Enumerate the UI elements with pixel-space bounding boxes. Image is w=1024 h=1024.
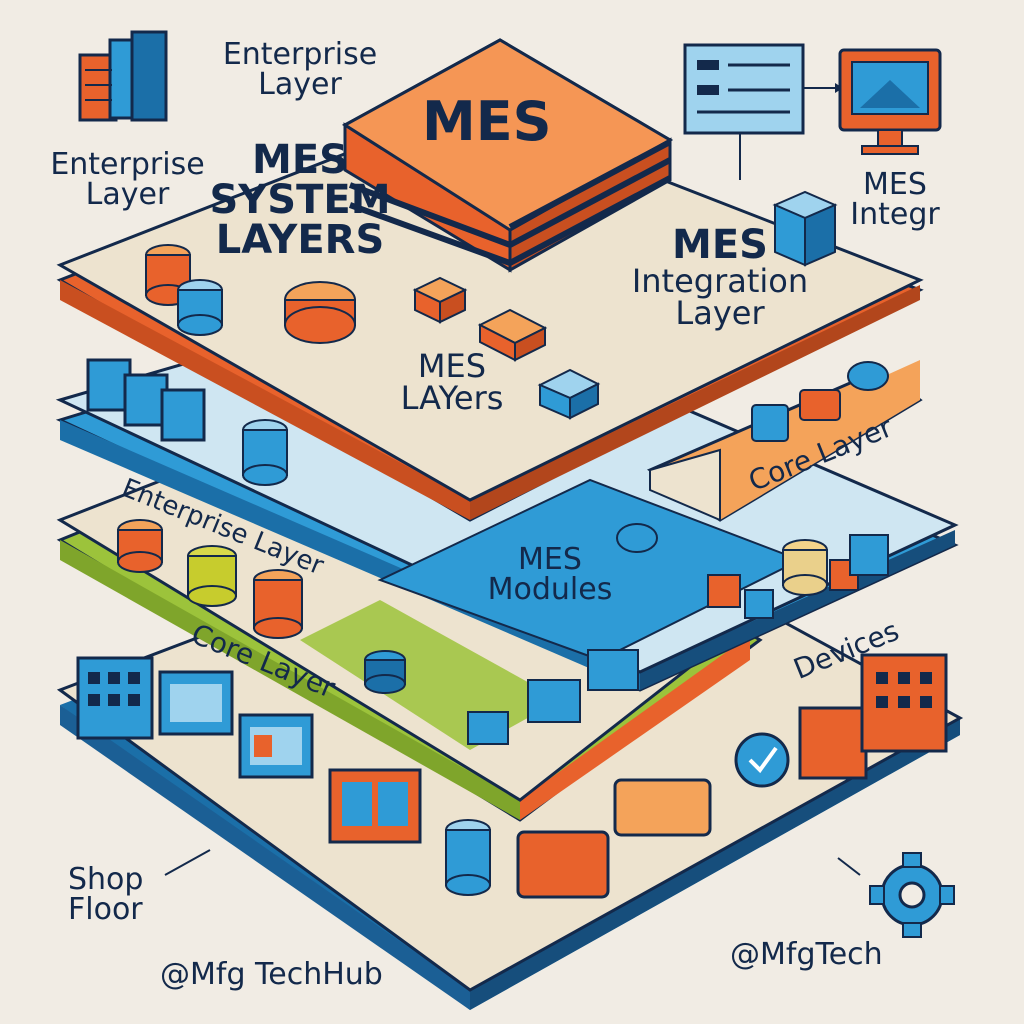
mes-system-layers-label: MES SYSTEM LAYERS — [205, 140, 395, 260]
mes-integration-line2: Integration — [631, 262, 809, 300]
database-icon — [445, 819, 491, 896]
mes-layers-line1: MES — [417, 347, 487, 385]
shop-floor-label: Shop Floor — [68, 865, 143, 925]
mes-modules-line1: MES — [518, 542, 582, 577]
server-rack-icon — [86, 358, 288, 486]
checkmark-badge-icon — [734, 732, 790, 788]
document-icon — [683, 43, 843, 180]
mes-block — [342, 38, 674, 273]
mes-integr-label: MES Integr — [840, 170, 950, 230]
mes-system-layers-line3: LAYERS — [215, 217, 385, 263]
mes-title: MES — [422, 90, 552, 153]
mes-integr-line1: MES — [863, 167, 927, 202]
shop-floor-line1: Shop — [68, 862, 144, 897]
mes-integration-line1: MES — [672, 222, 768, 268]
shop-floor-line2: Floor — [68, 892, 143, 927]
mfg-tech-handle: @MfgTech — [730, 937, 883, 972]
database-icon — [145, 244, 223, 336]
enterprise-layer-label-top: Enterprise Layer — [215, 40, 385, 100]
mes-system-layers-line2: SYSTEM — [209, 177, 391, 223]
enterprise-layer-label-left: Enterprise Layer — [40, 150, 215, 210]
mfg-techhub-handle: @Mfg TechHub — [160, 957, 383, 992]
building-icon — [76, 656, 154, 740]
database-icon — [284, 281, 356, 344]
database-icon — [117, 519, 406, 694]
cube-icon — [412, 276, 601, 420]
server-rack-icon — [772, 190, 838, 267]
monitor-icon — [158, 670, 422, 844]
building-icon — [798, 653, 948, 780]
mes-integration-line3: Layer — [675, 294, 765, 332]
pointer-arrows — [164, 849, 861, 876]
server-rack-icon — [78, 30, 168, 122]
enterprise-layer-label-top-line1: Enterprise — [222, 37, 378, 72]
enterprise-layer-label-left-line2: Layer — [85, 177, 170, 212]
mes-layers-label: MES LAYers — [362, 350, 542, 414]
cube-icon — [616, 523, 889, 619]
mes-layers-line2: LAYers — [400, 379, 504, 417]
mes-modules-line2: Modules — [487, 572, 613, 607]
cube-icon — [467, 649, 712, 899]
enterprise-layer-label-top-line2: Layer — [258, 67, 342, 102]
cube-icon — [751, 361, 889, 442]
mes-integr-line2: Integr — [850, 197, 940, 232]
enterprise-layer-label-left-line1: Enterprise — [50, 147, 205, 182]
monitor-icon — [838, 48, 942, 155]
gear-icon — [869, 852, 955, 938]
core-layer-box — [646, 360, 923, 522]
mes-integration-layer-label: MES Integration Layer — [620, 225, 820, 329]
mes-modules-label: MES Modules — [470, 545, 630, 605]
mes-system-layers-line1: MES — [252, 137, 348, 183]
